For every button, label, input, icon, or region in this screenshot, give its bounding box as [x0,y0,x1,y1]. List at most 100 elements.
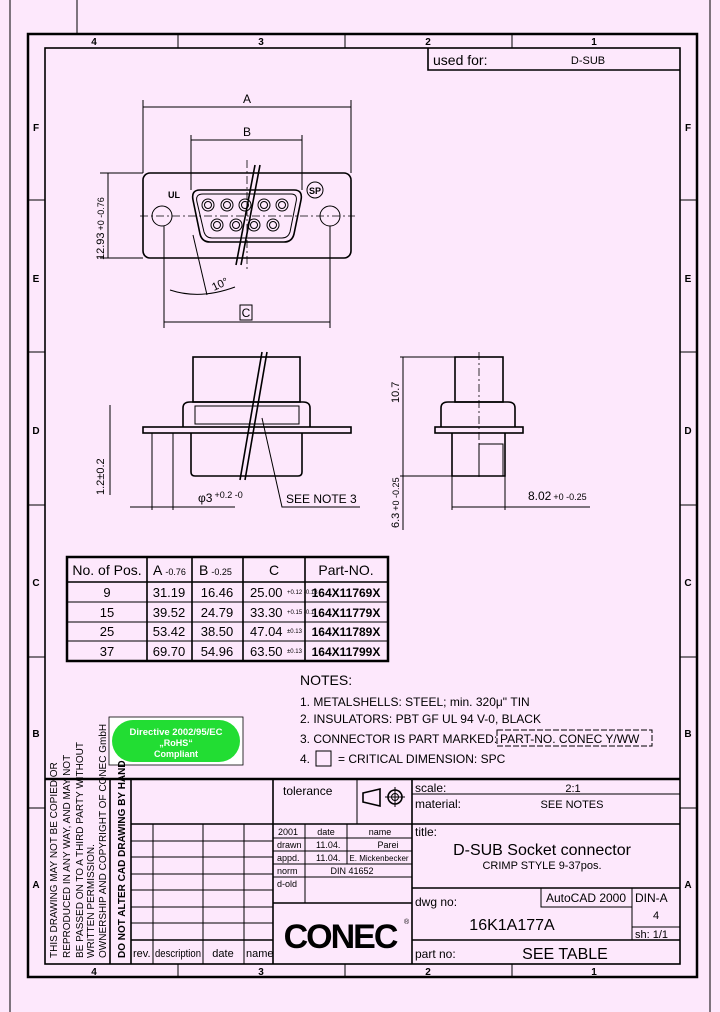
copyright-line-1: THIS DRAWING MAY NOT BE COPIED OR [49,762,60,958]
used-for-label: used for: [433,52,487,68]
material-value: SEE NOTES [541,799,604,811]
pin-icon [204,201,212,209]
notes: NOTES: 1. METALSHELLS: STEEL; min. 320μ"… [300,672,653,767]
zone-row-d-right: D [684,426,691,437]
cell-c-tolerance: ±0.13 [287,629,303,635]
zone-col-2: 2 [425,37,431,48]
rohs-line3: Compliant [154,749,198,759]
note-4: 4. [300,752,310,766]
zone-col-4-bottom: 4 [91,967,97,978]
drawing-title: D-SUB Socket connector [453,842,632,859]
zone-labels: 4 3 2 1 4 3 2 1 F E D C B A F E D C B A [32,37,691,978]
header-b: B-0.25 [199,562,232,578]
pin-icon [275,198,289,212]
do-not-alter-notice: DO NOT ALTER CAD DRAWING BY HAND [117,760,128,958]
side-view: 1.2±0.2 φ3+0.2 -0 SEE NOTE 3 [95,351,360,510]
zone-row-f-right: F [685,123,691,134]
zone-row-d: D [32,426,39,437]
rev-header: rev. [133,948,151,960]
copyright-line-5: OWNERSHIP AND COPYRIGHT OF CONEC GmbH [98,724,109,958]
din-label: DIN-A [635,891,668,905]
cell-c-tolerance: +0.15 -0.1 [287,610,315,616]
title-block: THIS DRAWING MAY NOT BE COPIED OR REPROD… [45,724,680,964]
title-label: title: [415,825,437,839]
cell-c: 25.00 [250,585,283,600]
drawn-name: Parei [377,840,398,850]
note-3-marking: PART-NO. CONEC Y/WW [500,732,640,746]
note-2: 2. INSULATORS: PBT GF UL 94 V-0, BLACK [300,712,541,726]
dim-depth-label: 8.02+0 -0.25 [528,489,587,503]
note-4-text: = CRITICAL DIMENSION: SPC [338,752,506,766]
pin-icon [260,201,268,209]
rohs-line2: „RoHS“ [159,738,193,748]
pin-icon [213,221,221,229]
sheet-number: sh: 1/1 [635,929,668,941]
pin-icon [257,198,271,212]
conec-logo: CONEC [284,918,398,956]
material-label: material: [415,797,461,811]
scale-value: 2:1 [565,783,580,795]
cell-c-tolerance: ±0.13 [287,649,303,655]
pin-icon [250,221,258,229]
pin-icon [223,201,231,209]
approved-label: appd. [277,853,300,863]
dim-hole-label: φ3+0.2 -0 [198,490,243,505]
cell-pos: 9 [103,585,110,600]
d-shell-outline [191,189,303,243]
used-for-box: used for: D-SUB [427,48,680,71]
pin-icon [210,218,224,232]
outer-frame [26,32,699,979]
dwg-no-label: dwg no: [415,895,457,909]
zone-col-3-bottom: 3 [258,967,264,978]
dim-lower-height-label: 6.3+0 -0.25 [390,477,402,528]
cell-part: 164X11769X [312,586,381,600]
ul-mark-icon: UL [168,190,180,200]
cell-b: 16.46 [201,585,234,600]
copyright-line-2: REPRODUCED IN ANY WAY, AND MAY NOT [62,755,73,958]
projection-symbol-icon [362,787,381,808]
see-note-label: SEE NOTE 3 [286,492,357,506]
cell-c: 33.30 [250,605,283,620]
cell-pos: 25 [100,624,114,639]
pin-icon [241,201,249,209]
zone-col-4: 4 [91,37,97,48]
cell-part: 164X11799X [312,645,381,659]
dim-angle-label: 10° [210,276,230,294]
part-no-value: SEE TABLE [522,946,608,963]
cell-a: 53.42 [153,624,186,639]
cell-c-tolerance: +0.12 -0.13 [287,590,318,596]
dwg-number: 16K1A177A [469,917,555,934]
rohs-line1: Directive 2002/95/EC [130,727,223,738]
used-for-value: D-SUB [571,55,605,67]
pin-icon [269,221,277,229]
dim-flange-label: 1.2±0.2 [95,458,107,495]
header-pos: No. of Pos. [72,562,141,578]
zone-row-c: C [32,578,39,589]
dim-b-label: B [243,125,251,139]
critical-dimension-box [315,750,332,767]
note-3: 3. CONNECTOR IS PART MARKED: [300,732,497,746]
zone-col-3: 3 [258,37,264,48]
dim-body-height-label: 10.7 [390,382,402,403]
approved-name: E. Mickenbecker [349,854,408,863]
cell-part: 164X11789X [312,625,381,639]
cell-pos: 37 [100,644,114,659]
cad-version: AutoCAD 2000 [546,891,626,905]
header-a: A-0.76 [153,562,186,578]
year-cell: 2001 [278,827,298,837]
csa-mark-icon [306,181,324,199]
cell-b: 38.50 [201,624,234,639]
cell-a: 69.70 [153,644,186,659]
cell-b: 54.96 [201,644,234,659]
drawn-date: 11.04. [316,840,340,850]
copyright-line-3: BE PASSED ON TO A THIRD PARTY WITHOUT [75,742,86,958]
zone-col-1: 1 [591,37,597,48]
cell-pos: 15 [100,605,114,620]
zone-row-f: F [33,123,39,134]
scale-label: scale: [415,781,446,795]
d-old-label: d-old [277,879,297,889]
